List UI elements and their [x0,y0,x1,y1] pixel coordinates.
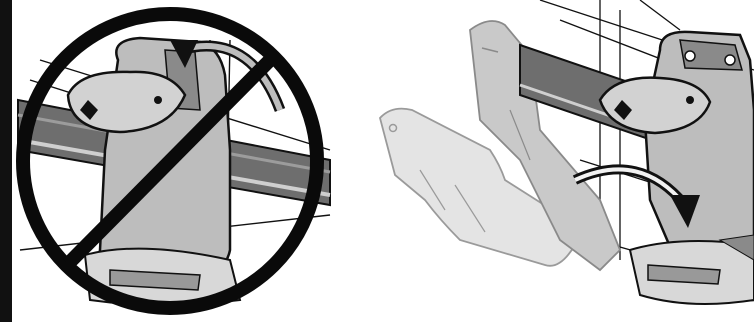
panel-left-border [0,0,12,322]
fold-arrow-icon [572,164,700,228]
panel-correct [379,0,754,305]
panel-incorrect [0,0,331,322]
intermediate-flap [469,20,622,272]
rotate-arrow-icon-left [170,40,286,112]
clip-right [598,30,754,305]
prohibition-icon [16,7,324,315]
